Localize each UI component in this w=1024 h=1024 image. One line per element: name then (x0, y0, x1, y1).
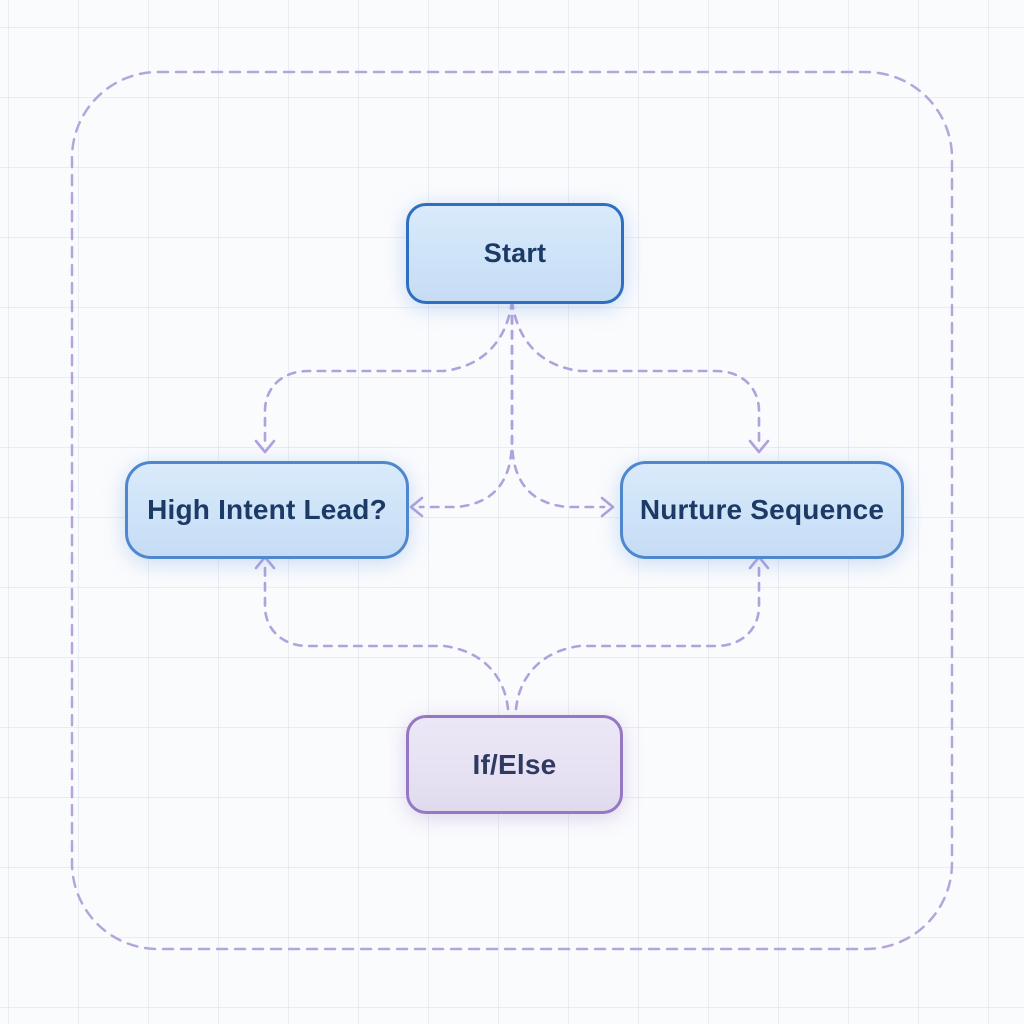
node-high-intent-lead-label: High Intent Lead? (147, 494, 387, 525)
edge-start-to-nurture-side (510, 299, 606, 509)
arrowhead-left-high-intent (409, 496, 424, 518)
arrowhead-down-nurture (748, 439, 770, 454)
node-start-label: Start (483, 238, 547, 268)
node-if-else[interactable]: If/Else (406, 715, 623, 814)
node-if-else-label: If/Else (472, 748, 557, 780)
flow-group-container (70, 70, 954, 951)
node-nurture-sequence[interactable]: Nurture Sequence (620, 461, 904, 559)
arrowhead-right-nurture (600, 496, 615, 518)
node-nurture-sequence-label: Nurture Sequence (639, 494, 885, 525)
node-start[interactable]: Start (406, 203, 624, 304)
edge-ifelse-to-nurture-bottom (514, 563, 761, 711)
edge-start-to-nurture-top (510, 299, 761, 447)
edge-start-to-high-intent-top (263, 299, 514, 447)
edge-ifelse-to-high-intent-bottom (263, 563, 510, 711)
arrowhead-down-high-intent (254, 439, 276, 454)
edge-start-to-high-intent-side (418, 299, 514, 509)
node-high-intent-lead[interactable]: High Intent Lead? (125, 461, 409, 559)
